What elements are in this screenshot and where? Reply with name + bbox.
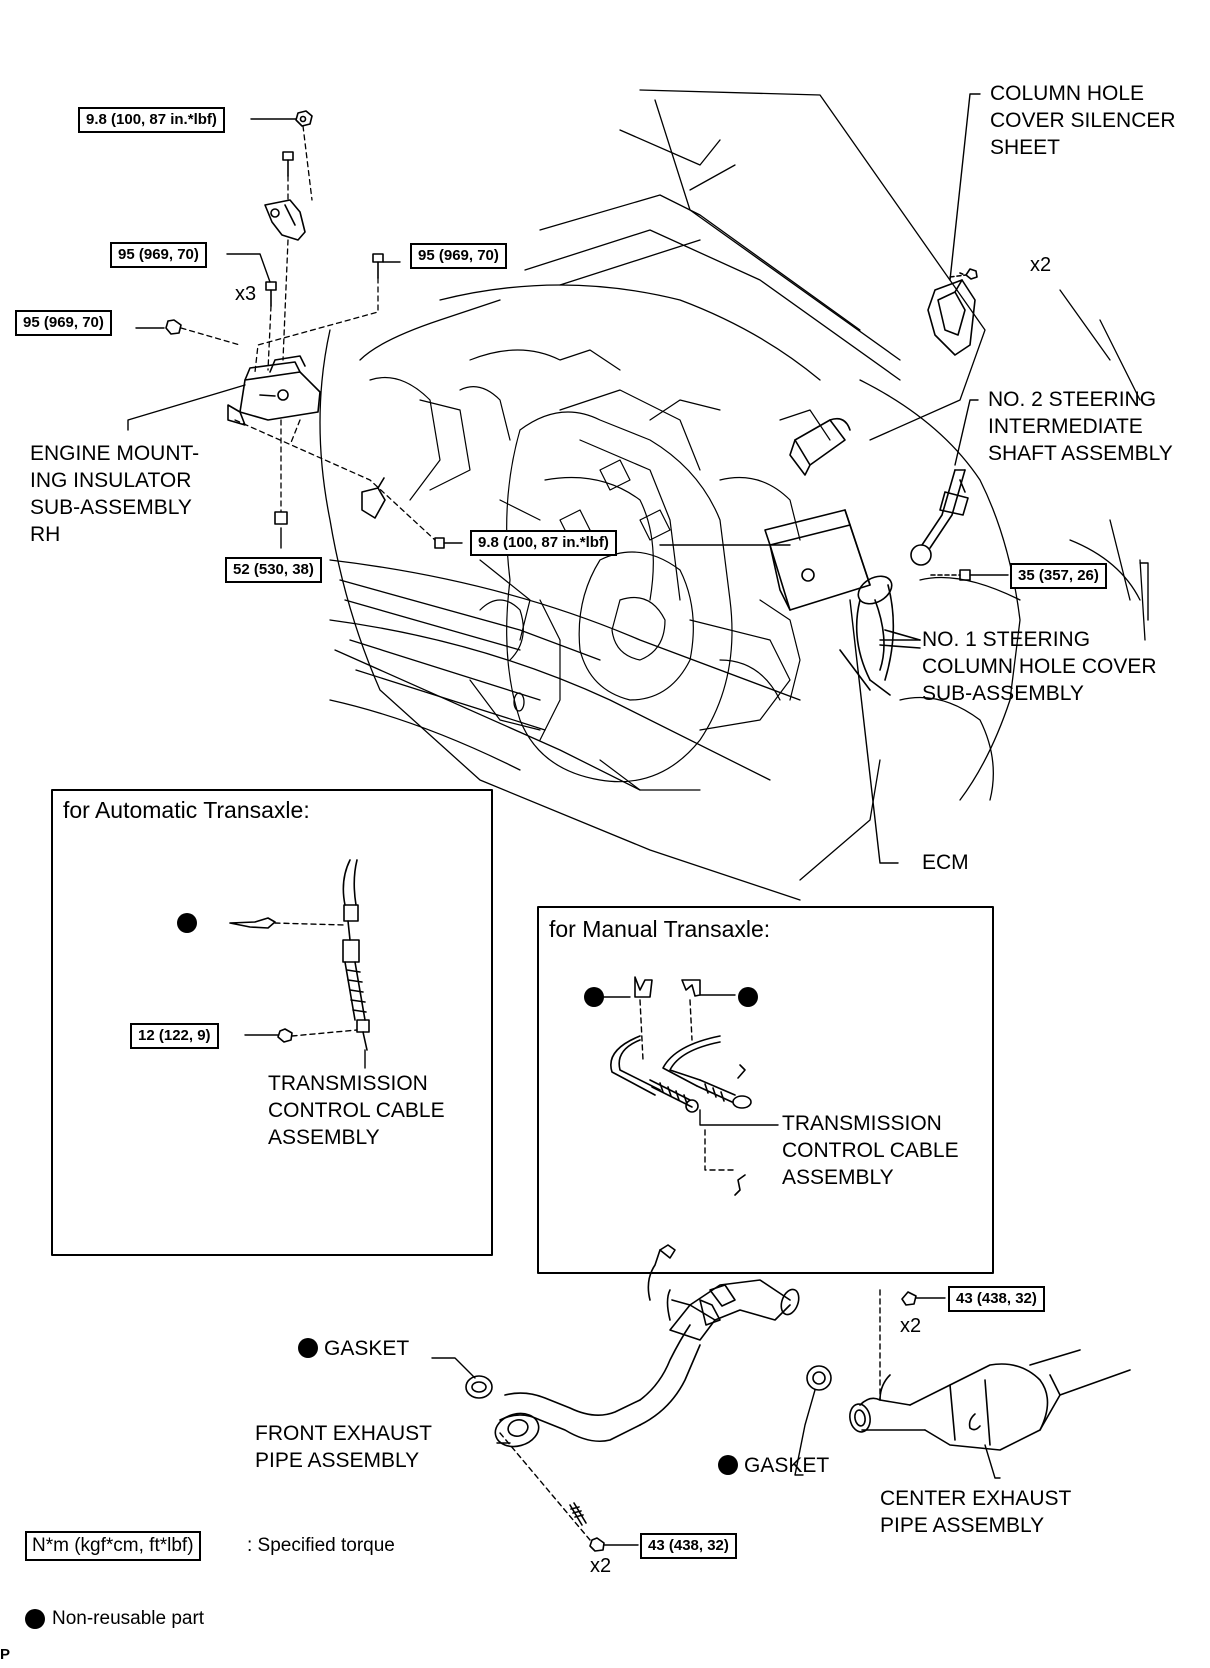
exhaust-leader-lines: [431, 1289, 1001, 1546]
non-reusable-marker-at: [177, 913, 197, 933]
front-exhaust-pipe: [494, 1244, 800, 1448]
label-column-hole-cover-silencer-sheet: COLUMN HOLE COVER SILENCER SHEET: [990, 82, 1176, 159]
torque-mount-left-nut: 95 (969, 70): [15, 310, 112, 336]
label-center-exhaust-pipe: CENTER EXHAUST PIPE ASSEMBLY: [880, 1487, 1072, 1537]
manual-inset-frame: [537, 906, 994, 1274]
torque-steering-shaft-bolt: 35 (357, 26): [1010, 563, 1107, 589]
label-no2-steering-intermediate-shaft: NO. 2 STEERING INTERMEDIATE SHAFT ASSEMB…: [988, 388, 1173, 465]
automatic-inset-frame: [51, 789, 493, 1256]
count-front-pipe-bolts: x2: [590, 1555, 612, 1577]
torque-mount-upper-bolt: 95 (969, 70): [410, 243, 507, 269]
label-no1-steering-column-hole-cover: NO. 1 STEERING COLUMN HOLE COVER SUB-ASS…: [922, 628, 1157, 705]
front-pipe-bolt: [569, 1502, 605, 1552]
torque-front-pipe-bolt: 43 (438, 32): [640, 1533, 737, 1559]
non-reusable-marker-mt-left: [584, 987, 604, 1007]
torque-bracket-bolt: 9.8 (100, 87 in.*lbf): [470, 530, 617, 556]
engine-assembly-sketch: [369, 349, 831, 791]
count-mount-bolts: x3: [235, 283, 257, 305]
torque-mount-lower-bolt: 52 (530, 38): [225, 557, 322, 583]
legend-non-reusable-text: Non-reusable part: [52, 1608, 205, 1629]
silencer-leader: [949, 93, 981, 281]
corner-mark: P: [0, 1646, 11, 1663]
label-mt-transmission-control-cable: TRANSMISSION CONTROL CABLE ASSEMBLY: [782, 1112, 959, 1189]
non-reusable-marker-gasket-rear: [718, 1455, 738, 1475]
automatic-inset-title: for Automatic Transaxle:: [63, 797, 310, 823]
label-engine-mounting-insulator: ENGINE MOUNT- ING INSULATOR SUB-ASSEMBLY…: [30, 442, 200, 546]
column-cover-leader: [849, 599, 921, 864]
label-front-exhaust-pipe: FRONT EXHAUST PIPE ASSEMBLY: [255, 1422, 432, 1472]
non-reusable-marker-gasket-front: [298, 1338, 318, 1358]
label-ecm: ECM: [922, 851, 969, 874]
mount-guide-lines: [180, 125, 436, 541]
at-cable: [229, 859, 370, 1051]
engine-mount-insulator: [227, 355, 321, 426]
mt-leader-lines: [603, 994, 779, 1171]
torque-center-pipe-bolt: 43 (438, 32): [948, 1286, 1045, 1312]
at-leader-lines: [244, 922, 366, 1069]
legend-torque-description: : Specified torque: [247, 1535, 395, 1556]
label-gasket-front: GASKET: [324, 1337, 410, 1360]
count-silencer-clips: x2: [1030, 254, 1052, 276]
ecm-unit: [764, 509, 871, 611]
leader-lines: [127, 118, 791, 549]
non-reusable-marker-mt-right: [738, 987, 758, 1007]
silencer-sheet: [927, 268, 978, 356]
center-exhaust-pipe: [849, 1291, 1131, 1451]
legend-non-reusable-marker: [25, 1609, 45, 1629]
torque-at-cable-nut: 12 (122, 9): [130, 1023, 219, 1049]
ecm-bracket: [789, 417, 851, 476]
vehicle-body-outline: [319, 89, 1146, 901]
mt-cables: [610, 976, 752, 1196]
count-center-pipe-bolts: x2: [900, 1315, 922, 1337]
label-gasket-rear: GASKET: [744, 1454, 830, 1477]
torque-mount-bolt-x3: 95 (969, 70): [110, 242, 207, 268]
mount-bracket: [264, 199, 306, 241]
intake-hose: [839, 575, 895, 696]
steering-intermediate-shaft: [910, 469, 971, 581]
label-at-transmission-control-cable: TRANSMISSION CONTROL CABLE ASSEMBLY: [268, 1072, 445, 1149]
legend-torque-unit-box: N*m (kgf*cm, ft*lbf): [25, 1531, 201, 1561]
manual-inset-title: for Manual Transaxle:: [549, 916, 771, 942]
mount-fasteners: [165, 110, 384, 525]
exhaust-gaskets: [465, 1365, 832, 1399]
steering-shaft-leader: [954, 399, 1149, 621]
torque-mount-top-nut: 9.8 (100, 87 in.*lbf): [78, 107, 225, 133]
column-hole-cover: [874, 599, 921, 671]
